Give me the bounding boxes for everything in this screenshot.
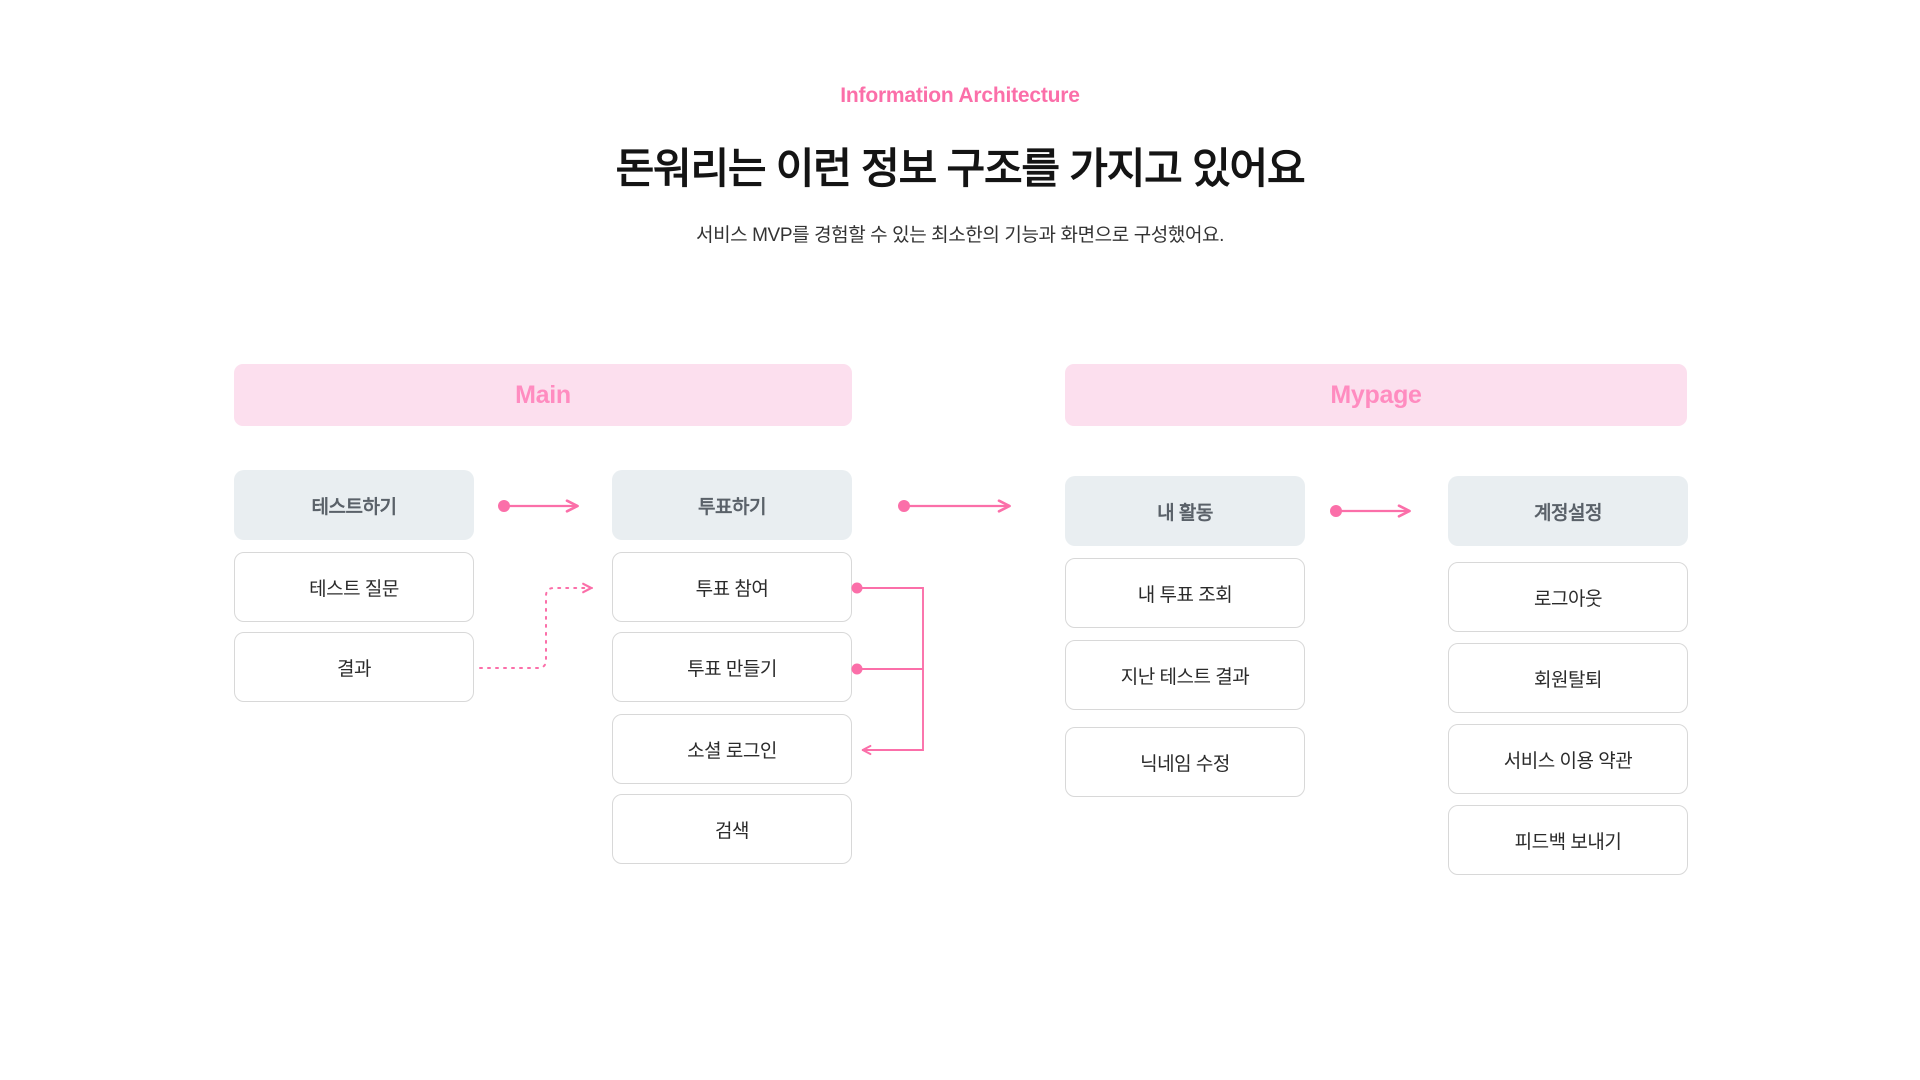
arrow-vote-to-myactivity-icon xyxy=(898,499,1011,513)
node-leaf-vote-create[interactable]: 투표 만들기 xyxy=(612,632,852,702)
node-head-vote[interactable]: 투표하기 xyxy=(612,470,852,540)
arrow-myactivity-to-account-icon xyxy=(1330,504,1411,518)
eyebrow-label: Information Architecture xyxy=(840,84,1080,107)
group-bar-mypage: Mypage xyxy=(1065,364,1687,426)
node-leaf-feedback[interactable]: 피드백 보내기 xyxy=(1448,805,1688,875)
node-head-test[interactable]: 테스트하기 xyxy=(234,470,474,540)
node-leaf-past-test-results[interactable]: 지난 테스트 결과 xyxy=(1065,640,1305,710)
dotted-result-to-vote-join-icon xyxy=(479,582,593,669)
arrow-test-to-vote-icon xyxy=(498,499,579,513)
node-leaf-my-votes[interactable]: 내 투표 조회 xyxy=(1065,558,1305,628)
bracket-vote-to-social-login-icon xyxy=(851,582,924,756)
node-leaf-logout[interactable]: 로그아웃 xyxy=(1448,562,1688,632)
page-subtitle: 서비스 MVP를 경험할 수 있는 최소한의 기능과 화면으로 구성했어요. xyxy=(696,225,1224,246)
node-leaf-social-login[interactable]: 소셜 로그인 xyxy=(612,714,852,784)
node-leaf-vote-join[interactable]: 투표 참여 xyxy=(612,552,852,622)
node-leaf-edit-nickname[interactable]: 닉네임 수정 xyxy=(1065,727,1305,797)
node-leaf-terms[interactable]: 서비스 이용 약관 xyxy=(1448,724,1688,794)
page-title: 돈워리는 이런 정보 구조를 가지고 있어요 xyxy=(615,145,1306,192)
node-leaf-test-result[interactable]: 결과 xyxy=(234,632,474,702)
node-head-my-activity[interactable]: 내 활동 xyxy=(1065,476,1305,546)
node-leaf-search[interactable]: 검색 xyxy=(612,794,852,864)
node-leaf-withdraw[interactable]: 회원탈퇴 xyxy=(1448,643,1688,713)
node-leaf-test-question[interactable]: 테스트 질문 xyxy=(234,552,474,622)
group-bar-main: Main xyxy=(234,364,852,426)
node-head-account-settings[interactable]: 계정설정 xyxy=(1448,476,1688,546)
